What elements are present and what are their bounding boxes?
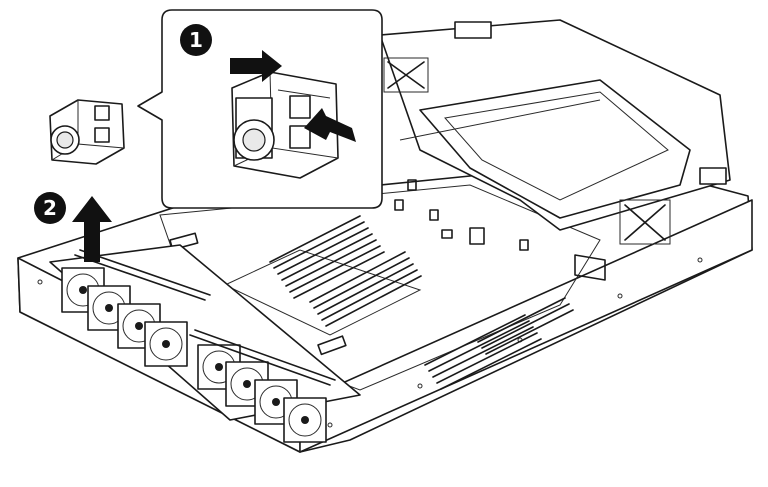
press-arrow-icon — [230, 50, 282, 82]
board-connectors — [394, 179, 606, 281]
pcie-riser-bracket — [379, 19, 731, 245]
step-badge-1: 1 — [180, 24, 212, 56]
installed-fan-row — [49, 244, 361, 443]
memory-dimm-bank-upper — [269, 215, 422, 327]
removed-fan-module — [49, 99, 125, 165]
step-number-1: 1 — [189, 28, 203, 52]
step-badge-2: 2 — [34, 192, 66, 224]
installed-fan — [283, 397, 327, 443]
step-number-2: 2 — [43, 196, 57, 220]
installed-fan — [144, 321, 188, 367]
memory-dimm-bank-lower — [424, 297, 574, 390]
lift-arrow-icon — [72, 196, 112, 262]
magnified-fan-module — [231, 71, 339, 179]
press-arrow-icon — [304, 108, 356, 142]
detail-callout — [137, 9, 383, 209]
